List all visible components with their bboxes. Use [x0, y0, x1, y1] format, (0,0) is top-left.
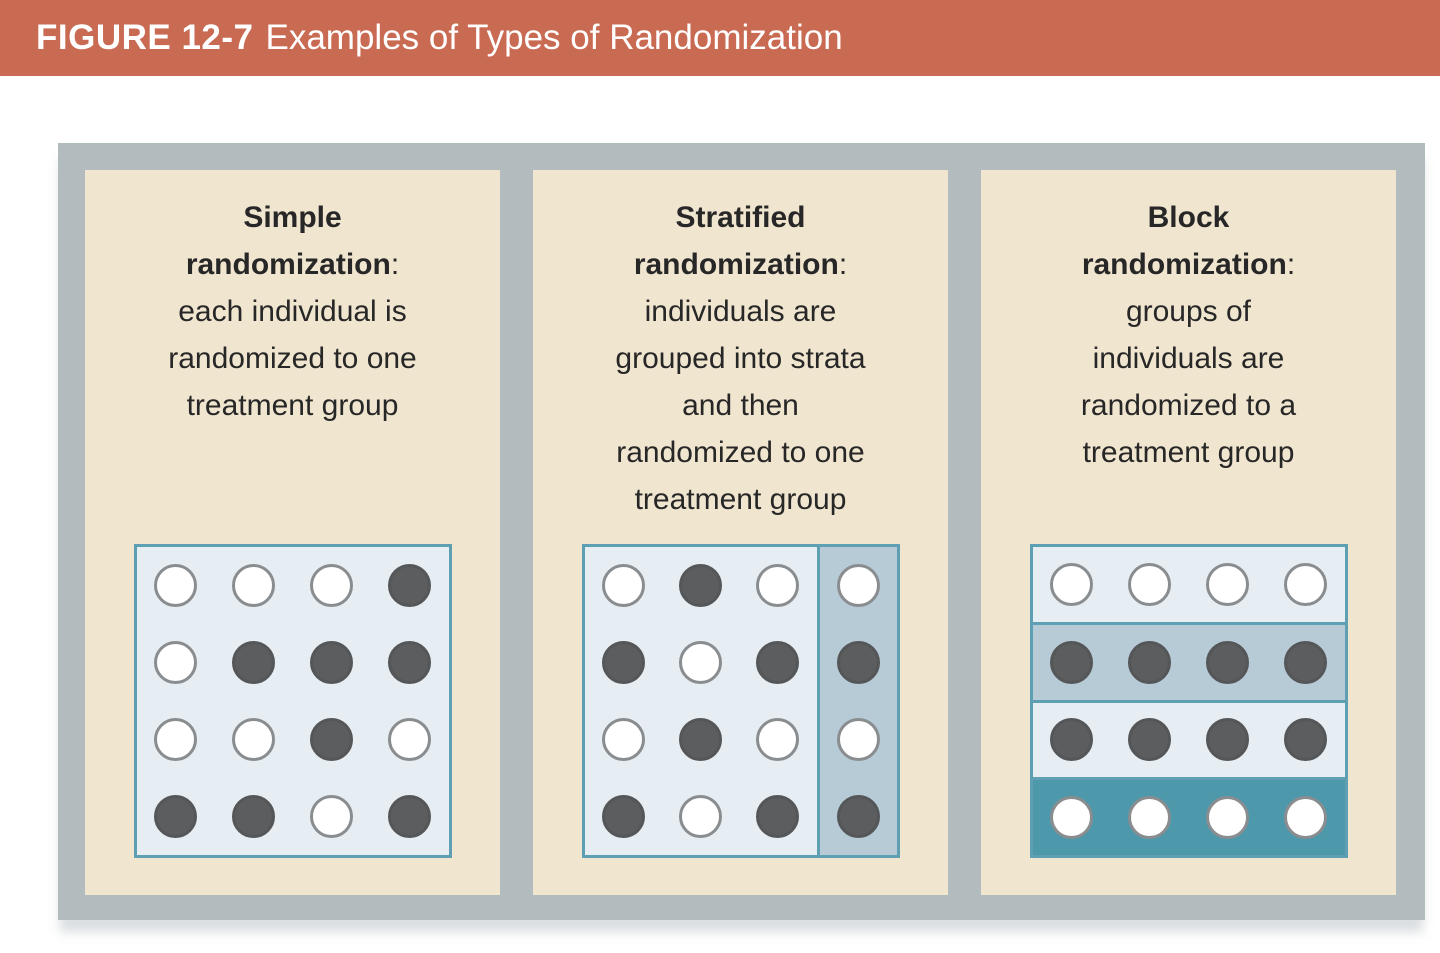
filled-dot [1128, 718, 1171, 762]
filled-dot [1050, 640, 1093, 684]
filled-dot [836, 795, 880, 838]
panel-stratified-colon: : [838, 248, 848, 281]
panel-block-description: groups of individuals are randomized to … [1080, 295, 1297, 469]
open-dot [1050, 796, 1093, 840]
open-dot [678, 641, 722, 684]
panel-block-colon: : [1286, 248, 1296, 281]
panel-block-randomization: Block randomization: groups of individual… [981, 170, 1396, 895]
filled-dot [1284, 640, 1327, 684]
panel-simple-colon: : [390, 248, 400, 281]
filled-dot [678, 718, 722, 761]
filled-dot [154, 795, 197, 838]
filled-dot [1206, 718, 1249, 762]
figure-header: FIGURE 12-7 Examples of Types of Randomi… [0, 0, 1440, 76]
open-dot [601, 564, 645, 607]
open-dot [1284, 796, 1327, 840]
dot-grid-block [1029, 544, 1348, 858]
panel-simple-description: each individual is randomized to one tre… [168, 295, 417, 422]
open-dot [154, 641, 197, 684]
panel-block-title: Block randomization [1081, 201, 1287, 281]
open-dot [601, 718, 645, 761]
filled-dot [601, 795, 645, 838]
block-row-4 [1032, 777, 1345, 855]
panel-simple-title: Simple randomization [185, 201, 391, 281]
panel-block-text: Block randomization: groups of individual… [1081, 194, 1296, 476]
filled-dot [310, 718, 353, 761]
block-row-2 [1032, 621, 1345, 700]
filled-dot [310, 641, 353, 684]
open-dot [836, 564, 880, 607]
figure-title: Examples of Types of Randomization [265, 18, 843, 57]
dot-grid-stratified [581, 544, 900, 858]
open-dot [1050, 562, 1093, 606]
filled-dot [1128, 640, 1171, 684]
filled-dot [388, 795, 431, 838]
panel-simple-text: Simple randomization: each individual is … [168, 194, 417, 429]
figure-number: FIGURE 12-7 [36, 18, 254, 57]
stratified-stratum-column [816, 547, 897, 855]
filled-dot [1284, 718, 1327, 762]
open-dot [1206, 562, 1249, 606]
panel-stratified-title: Stratified randomization [633, 201, 839, 281]
filled-dot [1206, 640, 1249, 684]
filled-dot [756, 795, 800, 838]
open-dot [1128, 562, 1171, 606]
panel-stratified-text: Stratified randomization: individuals are… [615, 194, 865, 523]
filled-dot [232, 641, 275, 684]
block-row-3 [1032, 699, 1345, 778]
filled-dot [678, 564, 722, 607]
open-dot [154, 564, 197, 607]
filled-dot [388, 641, 431, 684]
open-dot [232, 564, 275, 607]
open-dot [388, 718, 431, 761]
filled-dot [836, 641, 880, 684]
open-dot [1284, 562, 1327, 606]
filled-dot [601, 641, 645, 684]
open-dot [756, 564, 800, 607]
figure-frame: Simple randomization: each individual is … [58, 143, 1425, 920]
dot-grid-simple [133, 544, 452, 858]
open-dot [154, 718, 197, 761]
filled-dot [756, 641, 800, 684]
panel-stratified-description: individuals are grouped into strata and … [615, 295, 866, 516]
open-dot [678, 795, 722, 838]
block-row-1 [1032, 547, 1345, 622]
open-dot [310, 795, 353, 838]
open-dot [756, 718, 800, 761]
open-dot [836, 718, 880, 761]
filled-dot [1050, 718, 1093, 762]
filled-dot [232, 795, 275, 838]
filled-dot [388, 564, 431, 607]
panel-stratified-randomization: Stratified randomization: individuals are… [533, 170, 948, 895]
stratified-main-section [585, 547, 817, 855]
open-dot [232, 718, 275, 761]
open-dot [1128, 796, 1171, 840]
open-dot [1206, 796, 1249, 840]
panel-simple-randomization: Simple randomization: each individual is … [85, 170, 500, 895]
open-dot [310, 564, 353, 607]
